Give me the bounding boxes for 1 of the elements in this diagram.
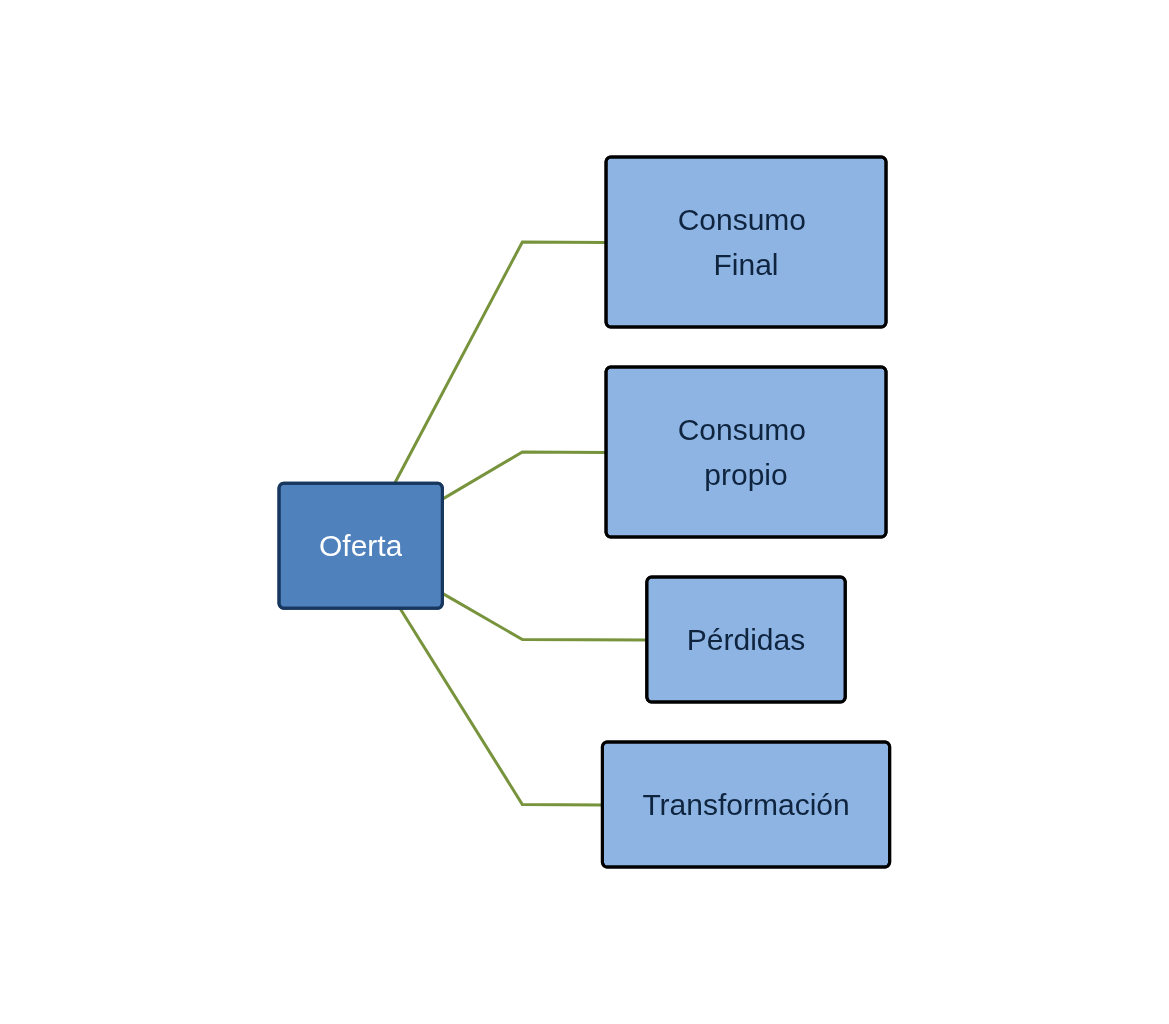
connector [442, 450, 607, 501]
